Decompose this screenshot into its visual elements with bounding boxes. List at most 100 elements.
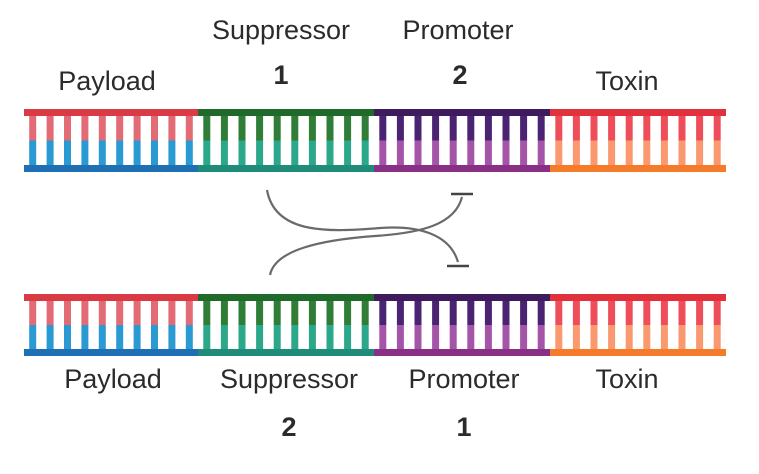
- suppressor2-to-promoter2-curve: [268, 196, 464, 276]
- base-pair-upper: [46, 298, 54, 325]
- backbone-top: [24, 294, 198, 301]
- top-label-promoter: Promoter: [402, 15, 514, 45]
- backbone-bottom: [550, 165, 726, 172]
- base-pair-upper: [185, 298, 193, 325]
- base-pair-upper: [98, 298, 106, 325]
- base-pair-upper: [46, 113, 54, 141]
- base-pair-lower: [256, 140, 264, 168]
- base-pair-lower: [238, 140, 246, 168]
- base-pair-upper: [502, 298, 510, 325]
- base-pair-lower: [590, 140, 598, 168]
- base-pair-upper: [572, 113, 580, 141]
- top-number-suppressor: 1: [273, 60, 289, 90]
- base-pair-upper: [696, 298, 704, 325]
- base-pair-lower: [396, 140, 404, 168]
- base-pair-lower: [502, 325, 510, 352]
- backbone-top: [198, 109, 374, 116]
- base-pair-upper: [291, 298, 299, 325]
- bottom-number-suppressor: 2: [281, 412, 297, 442]
- base-pair-upper: [625, 113, 633, 141]
- base-pair-upper: [238, 298, 246, 325]
- backbone-bottom: [550, 349, 726, 356]
- base-pair-lower: [308, 325, 316, 352]
- base-pair-lower: [116, 325, 124, 352]
- base-pair-lower: [273, 325, 281, 352]
- base-pair-upper: [29, 298, 37, 325]
- base-pair-upper: [502, 113, 510, 141]
- top-segment-suppressor: [198, 109, 374, 172]
- base-pair-upper: [81, 298, 89, 325]
- base-pair-lower: [643, 140, 651, 168]
- base-pair-lower: [608, 140, 616, 168]
- base-pair-lower: [203, 140, 211, 168]
- base-pair-lower: [185, 325, 193, 352]
- base-pair-upper: [291, 113, 299, 141]
- base-pair-lower: [379, 325, 387, 352]
- base-pair-lower: [98, 140, 106, 168]
- base-pair-upper: [660, 298, 668, 325]
- base-pair-upper: [660, 113, 668, 141]
- base-pair-lower: [467, 140, 475, 168]
- base-pair-lower: [696, 325, 704, 352]
- base-pair-upper: [326, 113, 334, 141]
- base-pair-upper: [678, 298, 686, 325]
- base-pair-upper: [344, 298, 352, 325]
- base-pair-lower: [379, 140, 387, 168]
- base-pair-lower: [625, 325, 633, 352]
- base-pair-lower: [572, 140, 580, 168]
- base-pair-lower: [555, 140, 563, 168]
- base-pair-lower: [29, 140, 37, 168]
- base-pair-lower: [660, 140, 668, 168]
- backbone-bottom: [198, 349, 374, 356]
- backbone-top: [374, 294, 550, 301]
- base-pair-upper: [643, 298, 651, 325]
- base-pair-upper: [361, 113, 369, 141]
- base-pair-upper: [256, 113, 264, 141]
- base-pair-lower: [29, 325, 37, 352]
- base-pair-upper: [220, 113, 228, 141]
- base-pair-upper: [168, 298, 176, 325]
- base-pair-upper: [256, 298, 264, 325]
- base-pair-upper: [361, 298, 369, 325]
- bottom-number-promoter: 1: [456, 412, 472, 442]
- base-pair-upper: [449, 113, 457, 141]
- base-pair-upper: [625, 298, 633, 325]
- base-pair-lower: [220, 325, 228, 352]
- bottom-label-payload: Payload: [64, 364, 162, 394]
- top-label-toxin: Toxin: [595, 66, 659, 96]
- base-pair-lower: [361, 325, 369, 352]
- base-pair-lower: [220, 140, 228, 168]
- base-pair-lower: [449, 325, 457, 352]
- base-pair-upper: [29, 113, 37, 141]
- base-pair-lower: [273, 140, 281, 168]
- backbone-bottom: [198, 165, 374, 172]
- base-pair-upper: [64, 113, 71, 141]
- base-pair-lower: [64, 325, 71, 352]
- base-pair-lower: [449, 140, 457, 168]
- backbone-top: [550, 294, 726, 301]
- base-pair-upper: [151, 298, 158, 325]
- base-pair-upper: [133, 298, 141, 325]
- base-pair-upper: [203, 113, 211, 141]
- base-pair-upper: [308, 113, 316, 141]
- base-pair-upper: [572, 298, 580, 325]
- base-pair-lower: [432, 325, 440, 352]
- base-pair-lower: [46, 140, 54, 168]
- base-pair-upper: [555, 113, 563, 141]
- base-pair-lower: [291, 325, 299, 352]
- base-pair-lower: [590, 325, 598, 352]
- base-pair-lower: [396, 325, 404, 352]
- bottom-label-suppressor: Suppressor: [219, 364, 359, 394]
- base-pair-upper: [678, 113, 686, 141]
- base-pair-lower: [151, 140, 158, 168]
- base-pair-lower: [520, 140, 528, 168]
- backbone-bottom: [24, 349, 198, 356]
- base-pair-lower: [308, 140, 316, 168]
- backbone-top: [374, 109, 550, 116]
- base-pair-upper: [520, 113, 528, 141]
- bottom-label-toxin: Toxin: [595, 364, 659, 394]
- base-pair-upper: [64, 298, 71, 325]
- base-pair-upper: [414, 298, 422, 325]
